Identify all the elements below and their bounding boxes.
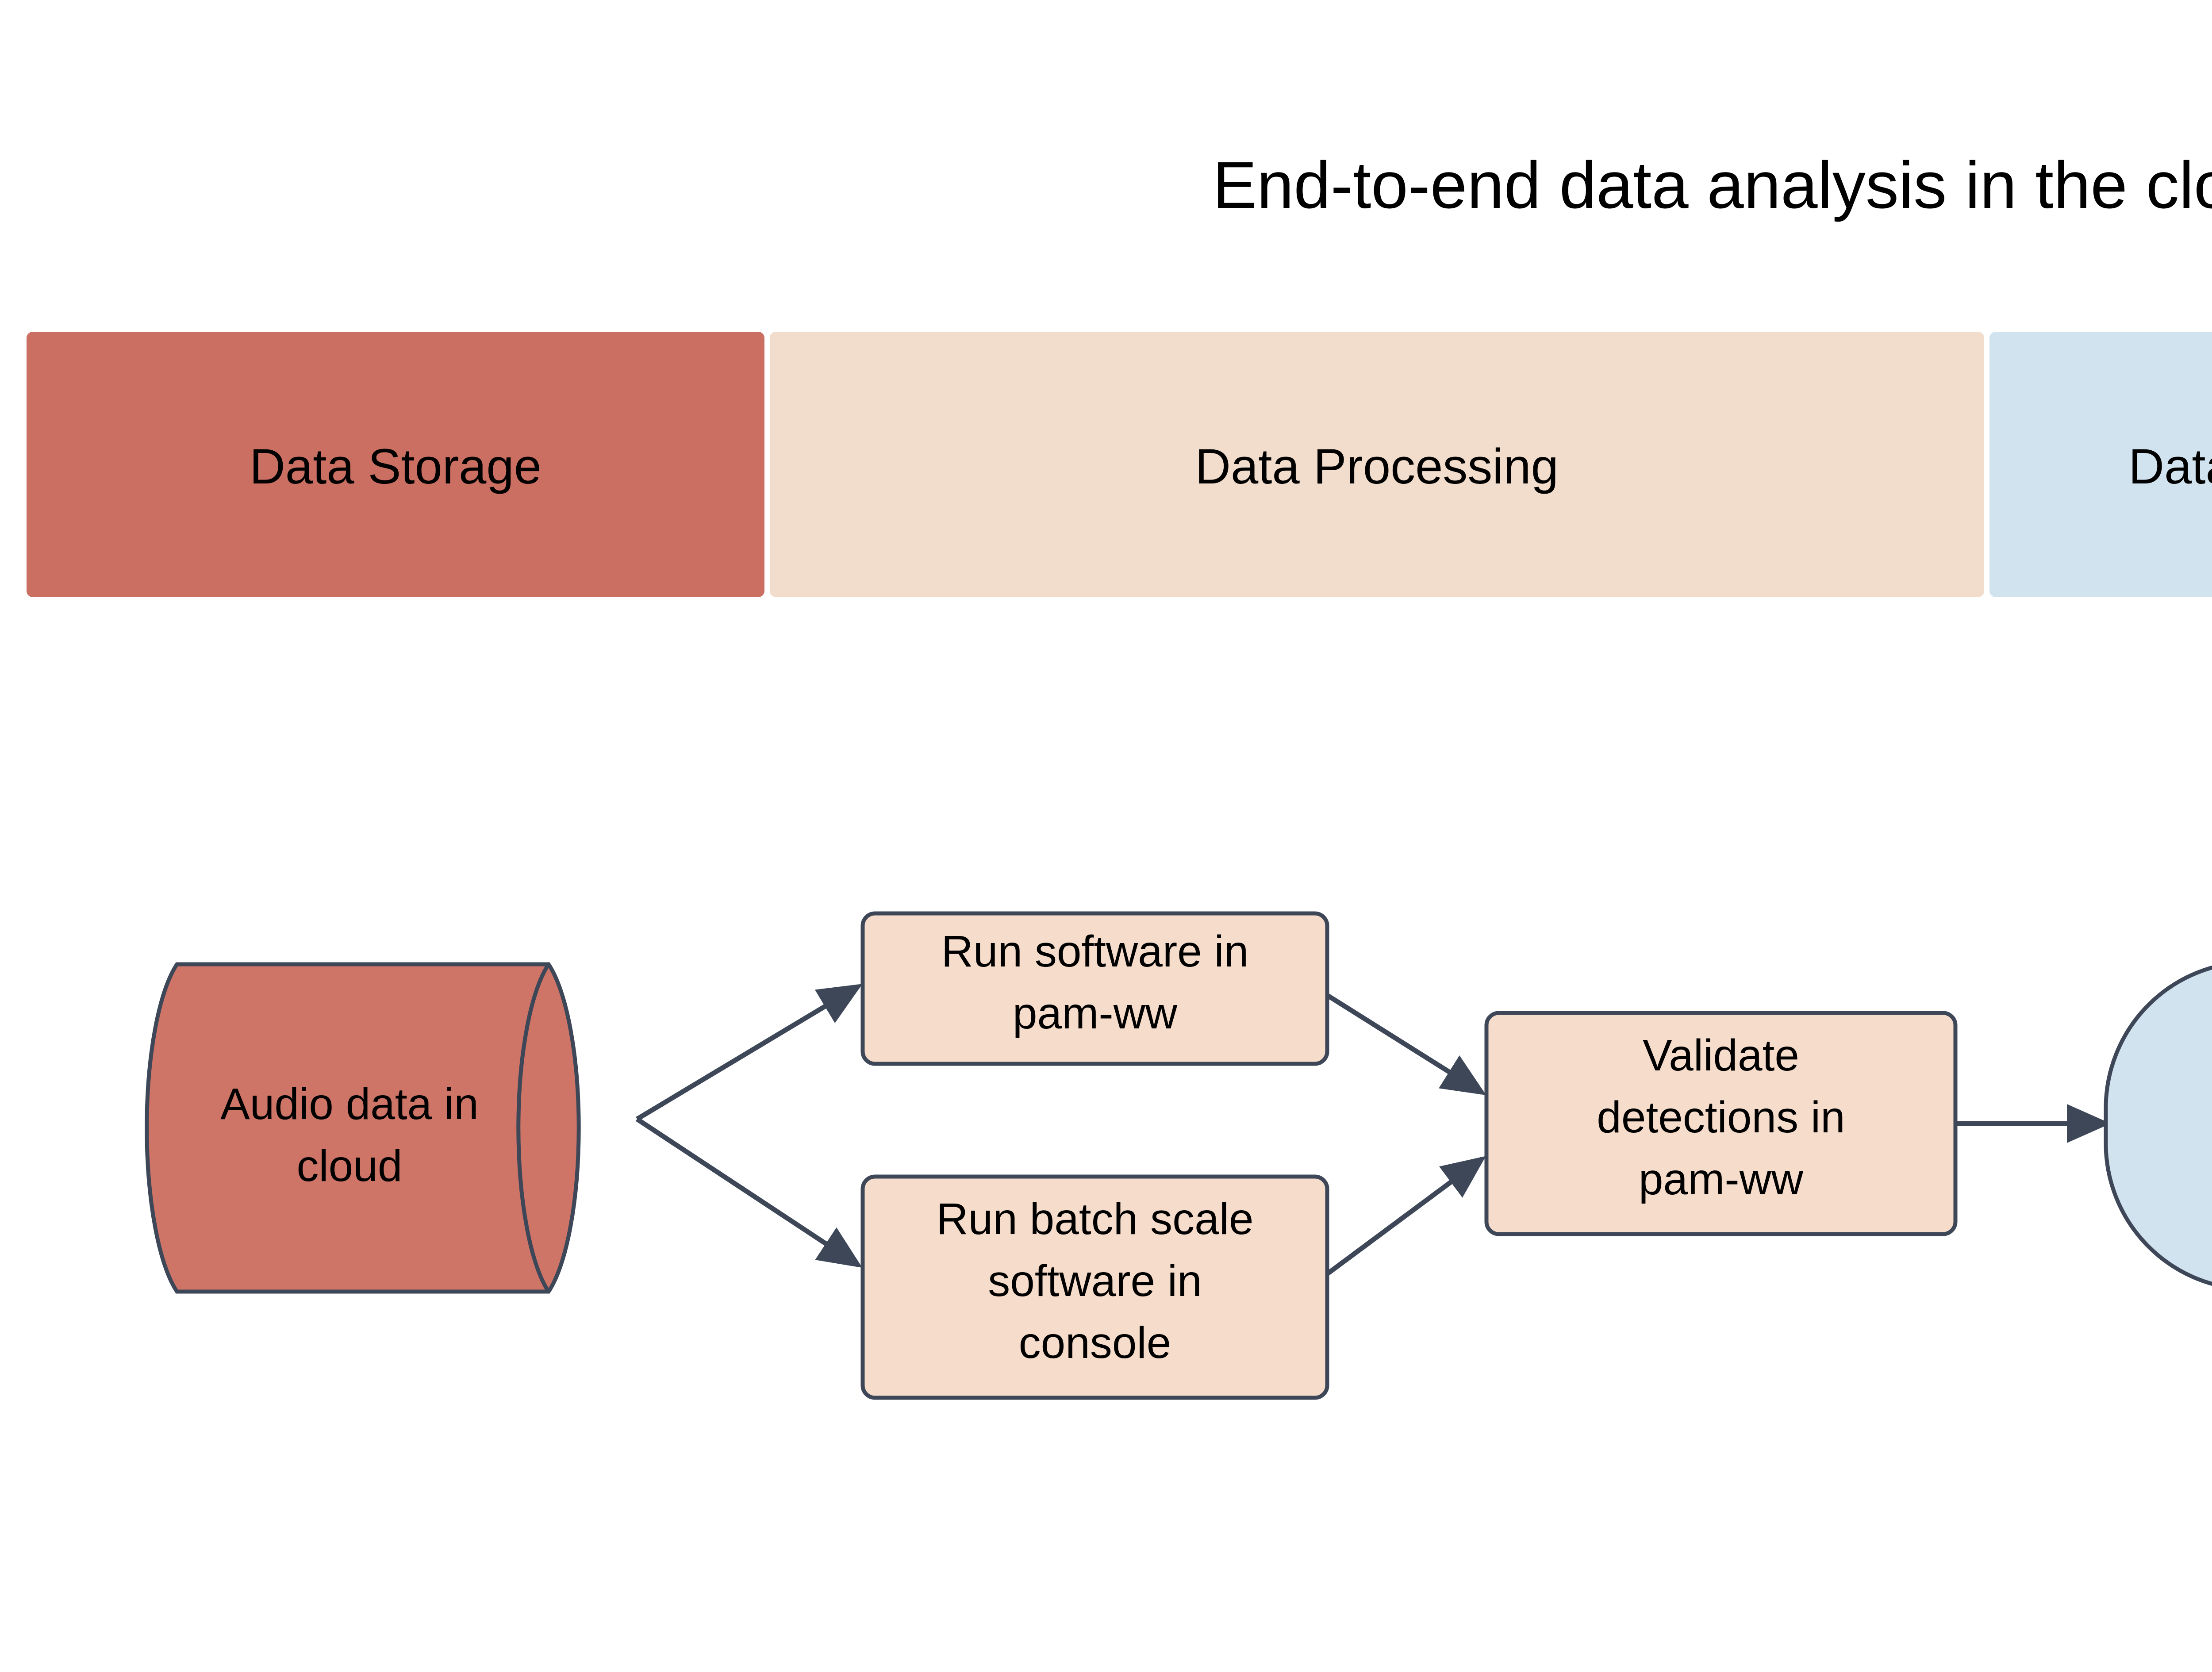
cylinder-end-ellipse (516, 963, 550, 1293)
edge-run-batch-to-validate (1325, 1156, 1486, 1276)
node-label-run-batch-line2: software in (988, 1256, 1202, 1306)
node-label-audio-line2: cloud (296, 1141, 402, 1191)
band-label-processing: Data Processing (1195, 439, 1559, 494)
node-makara[interactable]: Upload detection and metadata to Makara (2104, 962, 2212, 1289)
band-rect-processing (770, 332, 1984, 597)
edge-audio-to-run-software (636, 984, 863, 1121)
band-rect-management (1989, 332, 2212, 597)
node-box-run-batch (860, 1174, 1329, 1400)
node-audio-data-cylinder[interactable]: Audio data in cloud (145, 962, 581, 1294)
node-label-validate-line1: Validate (1643, 1031, 1799, 1080)
node-run-batch[interactable]: Run batch scale software in console (860, 1174, 1329, 1400)
category-band-storage: Data Storage (27, 332, 764, 597)
node-label-run-batch-line1: Run batch scale (936, 1194, 1253, 1244)
edge-group: In Development (635, 984, 2111, 1276)
category-band-management: Data Management (1989, 332, 2212, 597)
node-shape-makara (2104, 965, 2212, 1286)
node-run-software[interactable]: Run software in pam-ww (860, 911, 1329, 1066)
node-label-validate-line2: detections in (1597, 1093, 1845, 1142)
band-label-storage: Data Storage (250, 439, 541, 494)
node-validate[interactable]: Validate detections in pam-ww (1484, 1011, 1958, 1236)
band-label-management: Data Management (2128, 439, 2212, 494)
node-label-run-batch-line3: console (1019, 1318, 1171, 1368)
node-label-run-software-line2: pam-ww (1013, 989, 1178, 1038)
edge-run-software-to-validate (1326, 993, 1486, 1095)
page-title: End-to-end data analysis in the cloud (1213, 148, 2212, 222)
node-label-validate-line3: pam-ww (1639, 1154, 1804, 1204)
node-label-audio-line1: Audio data in (220, 1079, 479, 1129)
band-rect-storage (27, 332, 764, 597)
category-band-processing: Data Processing (770, 332, 1984, 597)
edge-audio-to-run-batch (635, 1117, 863, 1268)
node-box-validate (1484, 1011, 1958, 1236)
node-label-run-software-line1: Run software in (941, 927, 1249, 976)
node-box-run-software (860, 911, 1329, 1066)
